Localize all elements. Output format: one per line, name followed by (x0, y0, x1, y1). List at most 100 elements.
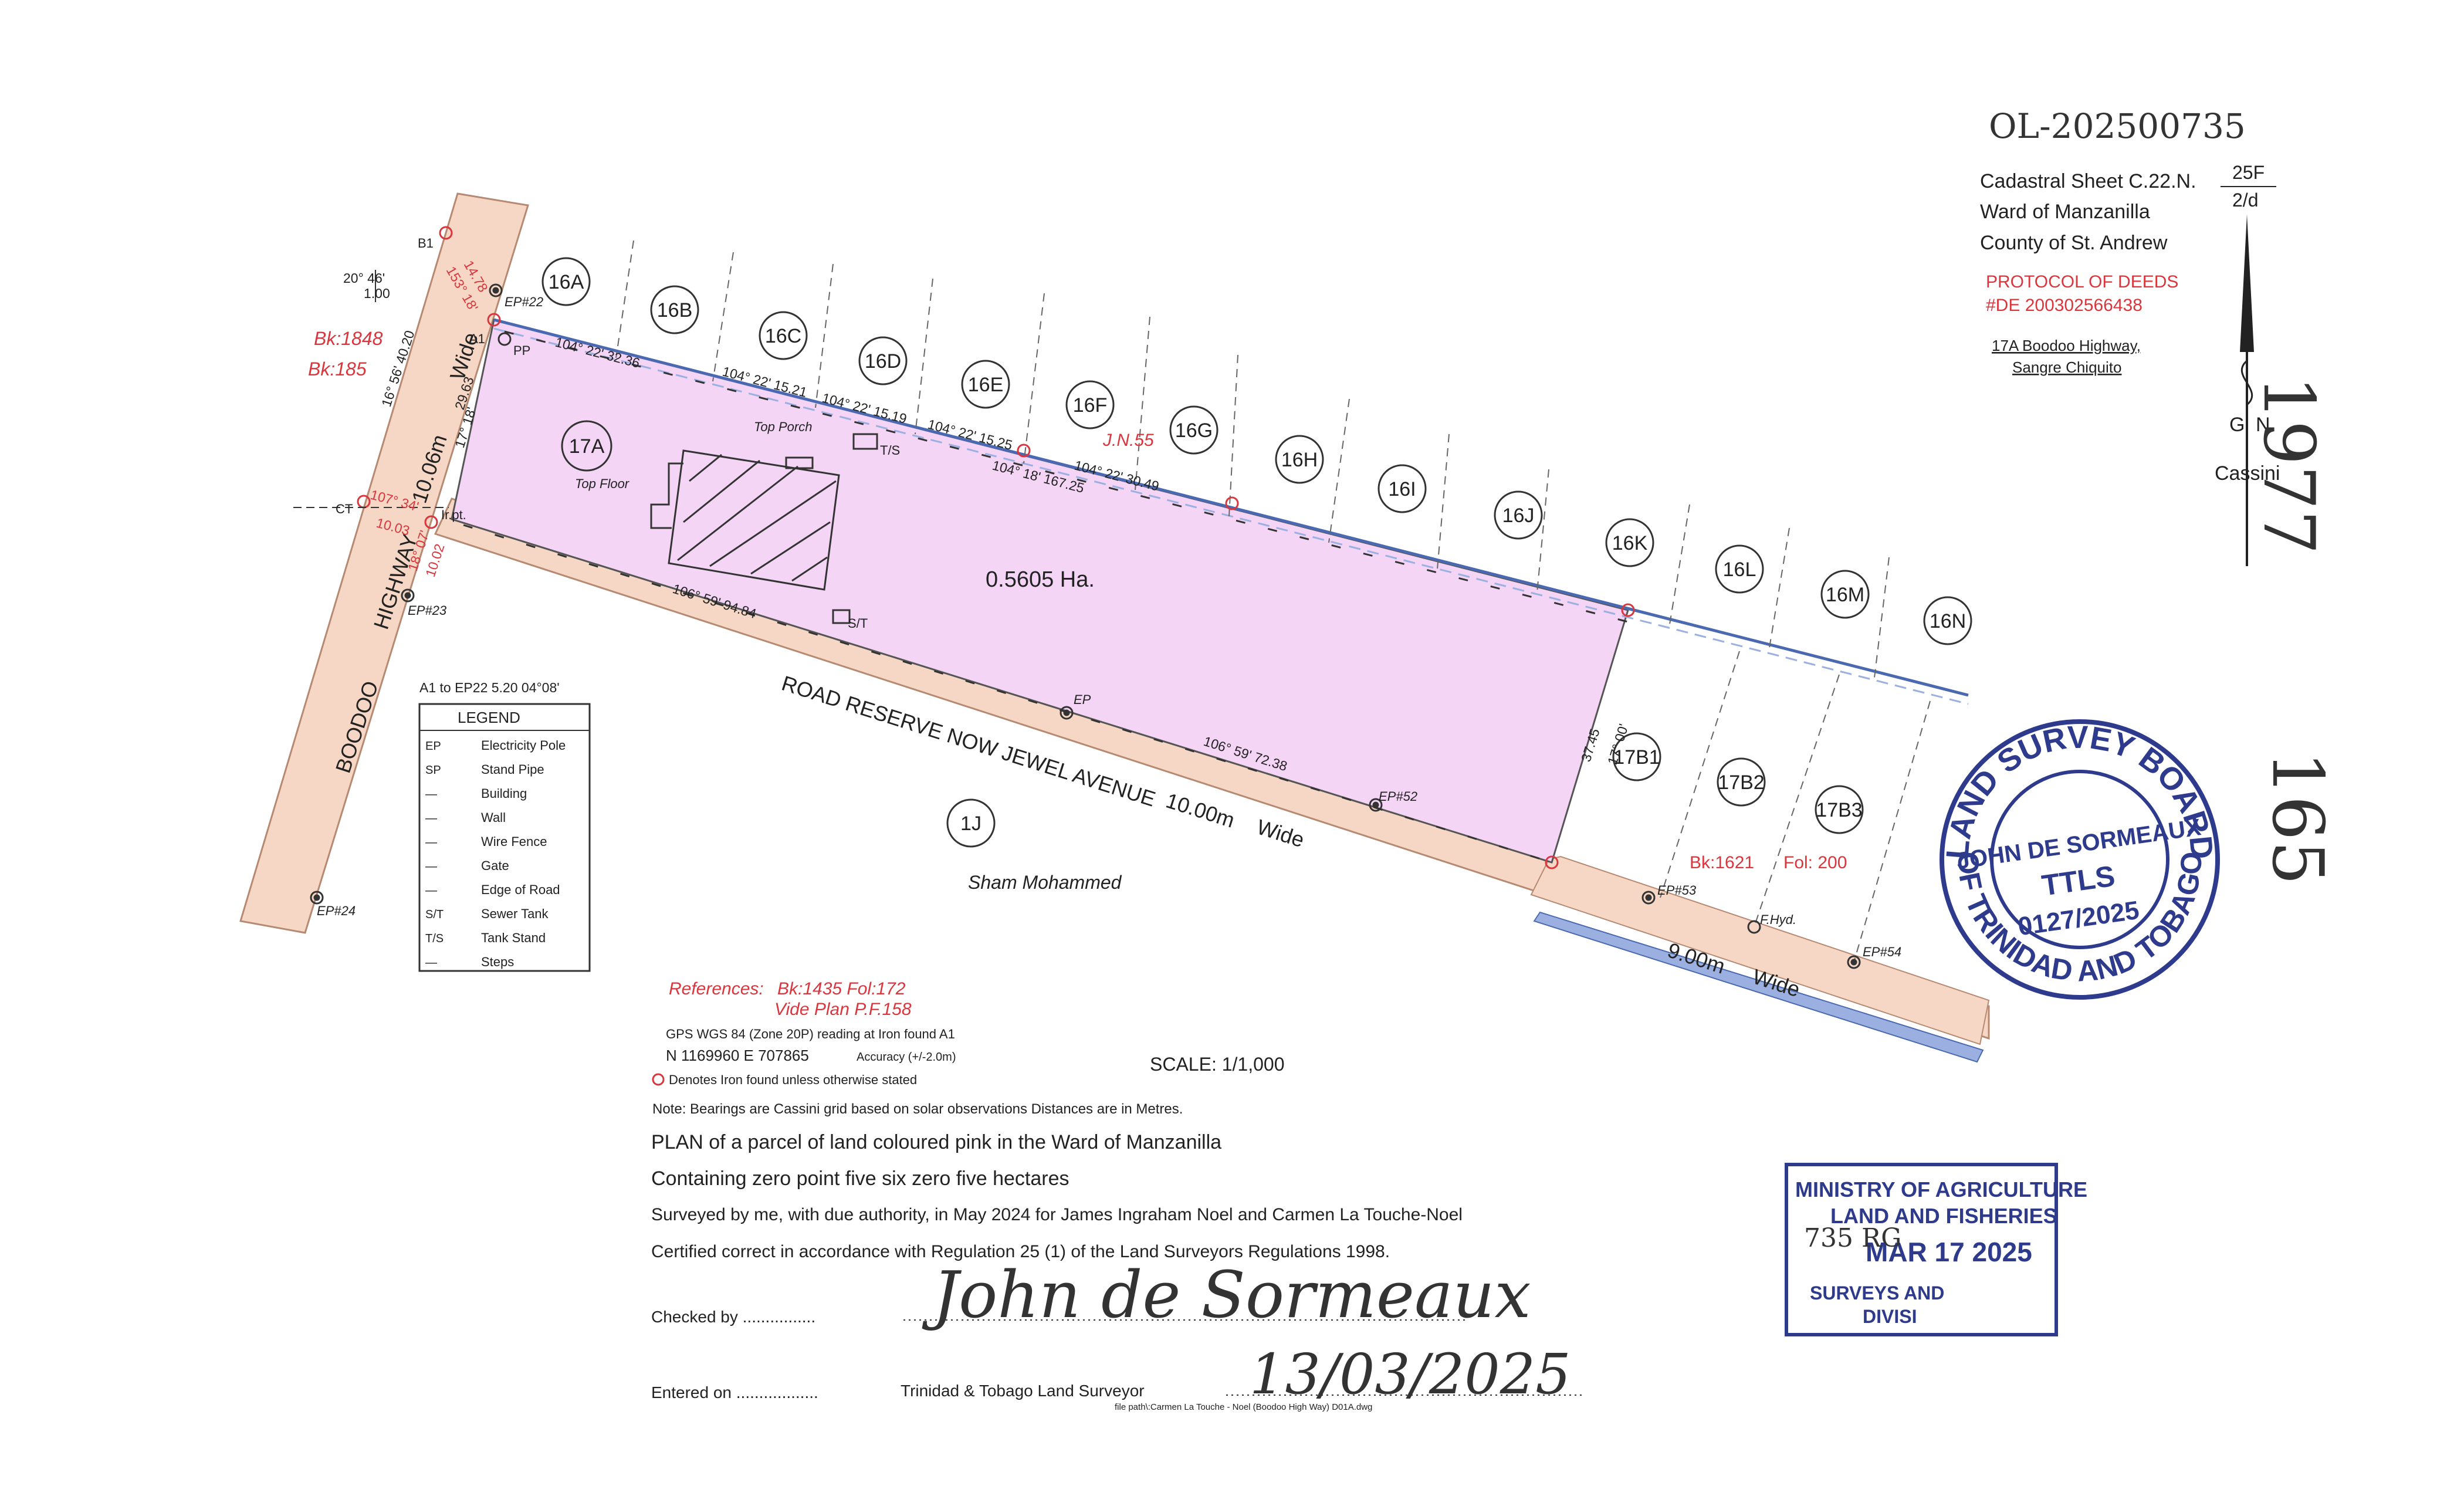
lot-16n-circle (1923, 596, 1972, 645)
legend-symbol: — (425, 788, 437, 801)
margin-folio: 165 (2256, 751, 2338, 885)
file-reference: OL-202500735 (1989, 106, 2246, 146)
lot-16i: 16I (1388, 478, 1416, 500)
ministry-handwritten: 735 RG (1804, 1223, 1901, 1253)
lot-16f: 16F (1073, 394, 1108, 417)
label-ct: CT (336, 502, 353, 516)
lot-16g: 16G (1175, 419, 1213, 442)
legend-item-label: Sewer Tank (481, 906, 549, 921)
legend-symbol: S/T (425, 908, 444, 921)
lot-1j-owner: Sham Mohammed (968, 872, 1122, 893)
cassini-label: Cassini (2215, 462, 2280, 485)
lot-1j: 1J (960, 813, 981, 835)
iron-marks (357, 226, 1635, 869)
lot-16j: 16J (1502, 505, 1535, 527)
cert-line-1: PLAN of a parcel of land coloured pink i… (651, 1131, 1221, 1153)
sheet-denominator: 2/d (2232, 189, 2258, 211)
bearing-note: Note: Bearings are Cassini grid based on… (652, 1101, 1183, 1117)
protocol-of-deeds: PROTOCOL OF DEEDS (1986, 272, 2178, 292)
legend-symbol: — (425, 860, 437, 873)
cert-line-4: Certified correct in accordance with Reg… (651, 1242, 1390, 1261)
checked-by: Checked by ................ (651, 1308, 815, 1326)
surveyor-signature: John de Sormeaux (922, 1257, 1531, 1332)
fol-200: Fol: 200 (1783, 853, 1847, 872)
building (650, 433, 878, 624)
reference-2: Vide Plan P.F.158 (774, 1000, 912, 1019)
legend-item-label: Edge of Road (481, 882, 560, 897)
label-ep53: EP#53 (1657, 883, 1697, 898)
deed-number: #DE 200302566438 (1986, 296, 2143, 315)
blue-road-edge (1533, 911, 1984, 1063)
legend-symbol: SP (425, 764, 441, 777)
file-path: file path\:Carmen La Touche - Noel (Bood… (1115, 1402, 1372, 1412)
label-sewer-tank: S/T (848, 616, 868, 631)
legend-symbol: EP (425, 740, 441, 753)
lot-16e: 16E (968, 374, 1004, 396)
south-lot-boundaries (1660, 651, 1931, 963)
surveyor-title: Trinidad & Tobago Land Surveyor (901, 1382, 1145, 1400)
a1-to-ep22: A1 to EP22 5.20 04°08' (419, 680, 560, 695)
legend-symbol: T/S (425, 932, 444, 945)
stamp-board-ttls: TTLS (2040, 859, 2117, 902)
lot-16e-circle (961, 360, 1010, 409)
lot-17a: 17A (569, 435, 605, 458)
bk-1621: Bk:1621 (1690, 853, 1754, 872)
ministry-date: MAR 17 2025 (1866, 1237, 2032, 1267)
label-ep54: EP#54 (1863, 945, 1901, 959)
lot-17b2-circle (1717, 757, 1766, 807)
boodoo-highway-road (239, 192, 529, 934)
lot-16k: 16K (1612, 532, 1648, 554)
legend-item-label: Gate (481, 858, 509, 873)
label-pp: PP (513, 343, 530, 358)
label-b1: B1 (418, 236, 434, 251)
corner-distance: 1.00 (364, 286, 390, 301)
bk-185: Bk:185 (308, 358, 367, 380)
north-grid-g: G (2229, 414, 2245, 436)
legend-item-label: Stand Pipe (481, 762, 544, 777)
label-ep52: EP#52 (1379, 789, 1417, 804)
jn-55: J.N.55 (1102, 431, 1154, 450)
legend-item-label: Wire Fence (481, 834, 547, 849)
lot-16a-circle (541, 257, 591, 306)
road-reserve-width: 10.00m (1163, 788, 1238, 832)
label-a1: A1 (469, 331, 485, 346)
label-top-porch: Top Porch (754, 419, 812, 434)
header-county: County of St. Andrew (1980, 232, 2168, 254)
lot-17a-circle (561, 420, 612, 472)
legend-item-label: Building (481, 786, 527, 801)
lot-16l: 16L (1723, 559, 1756, 581)
label-fhyd: F.Hyd. (1760, 912, 1796, 927)
cert-line-3: Surveyed by me, with due authority, in M… (651, 1205, 1463, 1224)
land-survey-board-stamp: LAND SURVEY BOARD OF TRINIDAD AND TOBAGO… (1940, 719, 2220, 1000)
corner-bearing: 20° 46' (343, 270, 385, 286)
markers (310, 283, 1861, 969)
reference-1: Bk:1435 Fol:172 (777, 979, 906, 999)
ministry-line-4: SURVEYS AND (1810, 1282, 1944, 1304)
label-top-floor: Top Floor (575, 476, 630, 491)
signed-date: 13/03/2025 (1250, 1342, 1571, 1407)
legend-item-label: Wall (481, 810, 506, 825)
lot-17b1: 17B1 (1613, 746, 1660, 769)
lot-17b1-circle (1612, 732, 1661, 781)
gps-accuracy: Accuracy (+/-2.0m) (857, 1051, 956, 1064)
address-line-2: Sangre Chiquito (2012, 358, 2121, 376)
label-ep22: EP#22 (505, 295, 543, 309)
ministry-line-2: LAND AND FISHERIES (1830, 1204, 2057, 1228)
north-lot-boundaries (615, 240, 1890, 678)
label-ep23: EP#23 (408, 603, 447, 618)
lot-16b: 16B (657, 299, 693, 321)
lot-16c-circle (759, 311, 808, 360)
lot-16n: 16N (1930, 610, 1966, 632)
ministry-stamp: MINISTRY OF AGRICULTURE LAND AND FISHERI… (1785, 1163, 2087, 1336)
cadastral-sheet: Cadastral Sheet C.22.N. (1980, 170, 2196, 192)
lot-16i-circle (1377, 464, 1427, 513)
lot-16j-circle (1494, 490, 1543, 540)
legend-item-label: Electricity Pole (481, 738, 566, 753)
address-line-1: 17A Boodoo Highway, (1992, 337, 2141, 354)
ministry-line-1: MINISTRY OF AGRICULTURE (1795, 1177, 2087, 1201)
lot-16f-circle (1065, 380, 1115, 429)
parcel-area: 0.5605 Ha. (986, 567, 1095, 592)
scale: SCALE: 1/1,000 (1150, 1054, 1284, 1075)
